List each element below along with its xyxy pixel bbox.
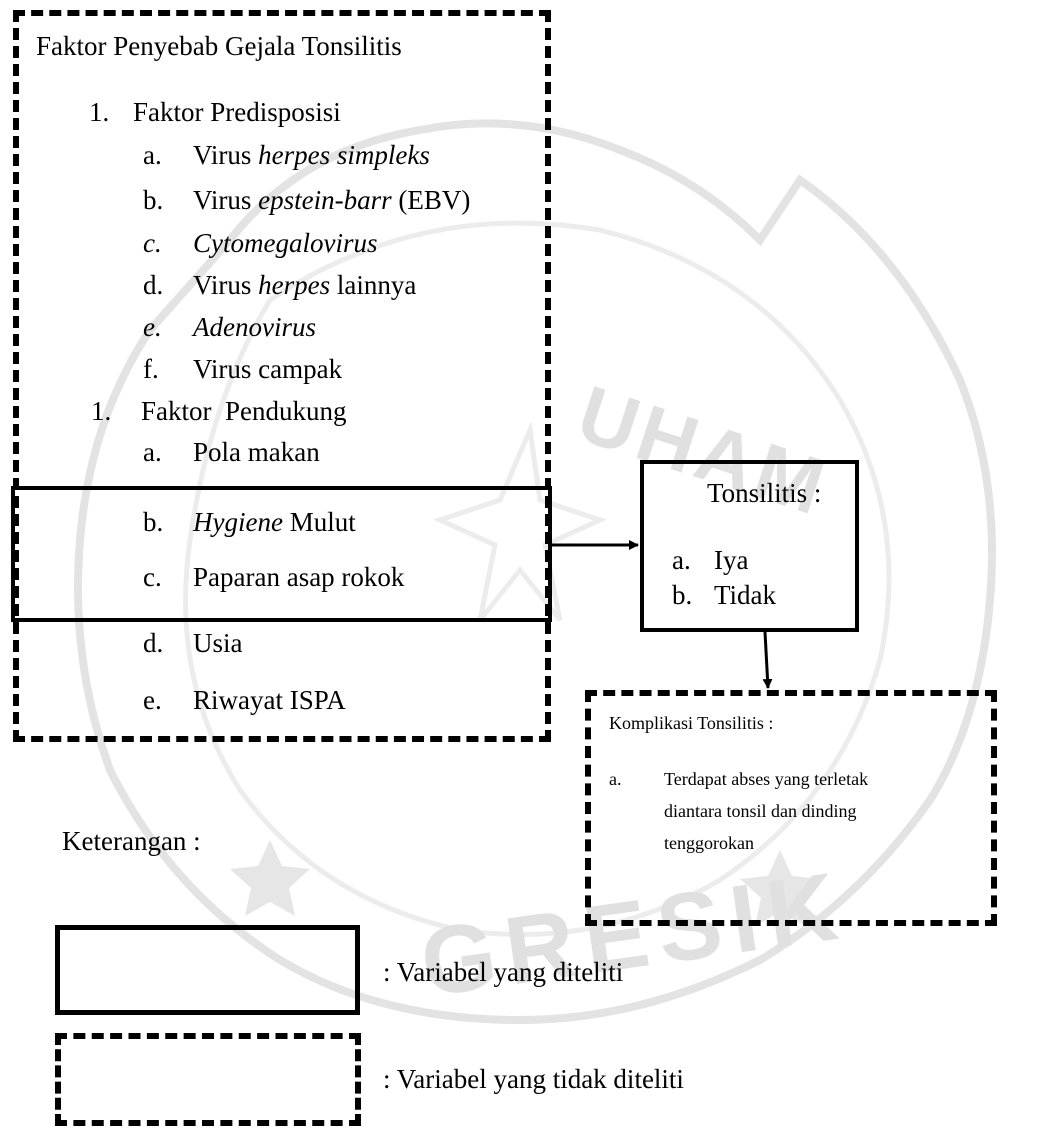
option-letter: b. — [672, 580, 693, 610]
list-item: Cytomegalovirus — [193, 228, 378, 258]
arrow-tonsilitis-to-complication — [762, 631, 773, 689]
causes-box — [13, 10, 551, 742]
studied-variables-box — [11, 486, 552, 622]
pendukung-number: 1. — [91, 396, 112, 426]
list-letter: b. — [143, 185, 164, 215]
list-letter: a. — [143, 437, 162, 467]
complication-title: Komplikasi Tonsilitis : — [609, 713, 774, 733]
list-letter: a. — [143, 140, 162, 170]
pendukung-label: Faktor Pendukung — [141, 396, 347, 426]
complication-line: Terdapat abses yang terletak — [664, 769, 869, 789]
tonsilitis-title: Tonsilitis : — [707, 478, 822, 508]
list-letter: d. — [143, 270, 164, 300]
list-letter: e. — [143, 685, 162, 715]
list-item: Virus herpes simpleks — [193, 140, 430, 170]
list-item: Usia — [193, 628, 243, 658]
list-item: Pola makan — [193, 437, 320, 467]
list-letter: e. — [143, 312, 162, 342]
option-letter: a. — [672, 545, 691, 575]
list-item: Virus campak — [193, 354, 343, 384]
list-letter: c. — [143, 228, 162, 258]
list-letter: f. — [143, 354, 159, 384]
legend-not-studied-label: : Variabel yang tidak diteliti — [383, 1064, 684, 1094]
legend-studied-label: : Variabel yang diteliti — [383, 957, 624, 987]
legend-dashed-swatch — [55, 1033, 361, 1126]
option-text: Iya — [714, 545, 749, 575]
list-letter: c. — [143, 562, 162, 592]
option-text: Tidak — [714, 580, 777, 610]
list-item: Virus epstein-barr (EBV) — [193, 185, 471, 215]
list-letter: d. — [143, 628, 164, 658]
complication-line: tenggorokan — [664, 833, 754, 853]
legend-title: Keterangan : — [62, 826, 201, 856]
tonsilitis-box — [640, 460, 859, 632]
list-item: Hygiene Mulut — [193, 507, 356, 537]
complication-box — [585, 690, 997, 926]
list-item: Riwayat ISPA — [193, 685, 346, 715]
complication-letter: a. — [609, 769, 622, 789]
legend-solid-swatch — [55, 925, 360, 1015]
list-item: Virus herpes lainnya — [193, 270, 417, 300]
predisposisi-number: 1. — [89, 97, 110, 127]
predisposisi-label: Faktor Predisposisi — [133, 97, 341, 127]
list-item: Paparan asap rokok — [193, 562, 405, 592]
list-item: Adenovirus — [193, 312, 316, 342]
causes-title: Faktor Penyebab Gejala Tonsilitis — [36, 31, 402, 61]
complication-line: diantara tonsil dan dinding — [664, 801, 857, 821]
list-letter: b. — [143, 507, 164, 537]
